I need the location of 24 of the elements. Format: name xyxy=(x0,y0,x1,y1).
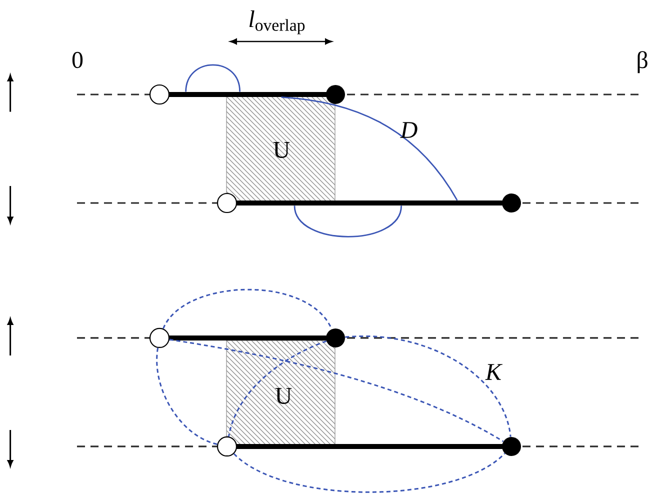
curve-label: K xyxy=(485,364,503,380)
dashed-curve xyxy=(228,340,327,437)
filled-circle xyxy=(502,436,521,456)
filled-circle xyxy=(326,85,345,104)
open-circle xyxy=(149,328,170,348)
curve-label: D xyxy=(400,122,418,138)
filled-circle xyxy=(326,328,345,348)
filled-circle xyxy=(502,194,521,212)
solid-curve xyxy=(185,64,240,92)
dimension-label: l$_{overlap}$ xyxy=(249,10,305,34)
axis-label: 0 xyxy=(72,52,83,68)
dashed-curve xyxy=(162,288,332,330)
axis-label: β xyxy=(638,51,648,74)
dashed-curve xyxy=(169,338,504,442)
open-circle xyxy=(149,84,170,105)
solid-curve xyxy=(294,206,402,238)
region-label: U xyxy=(273,142,290,158)
solid-curve xyxy=(281,96,458,201)
open-circle xyxy=(216,436,238,457)
dashed-curve xyxy=(345,336,512,437)
region-label: U xyxy=(275,388,292,404)
dashed-curve xyxy=(233,452,506,493)
open-circle xyxy=(216,192,238,214)
dashed-curve xyxy=(156,348,218,446)
